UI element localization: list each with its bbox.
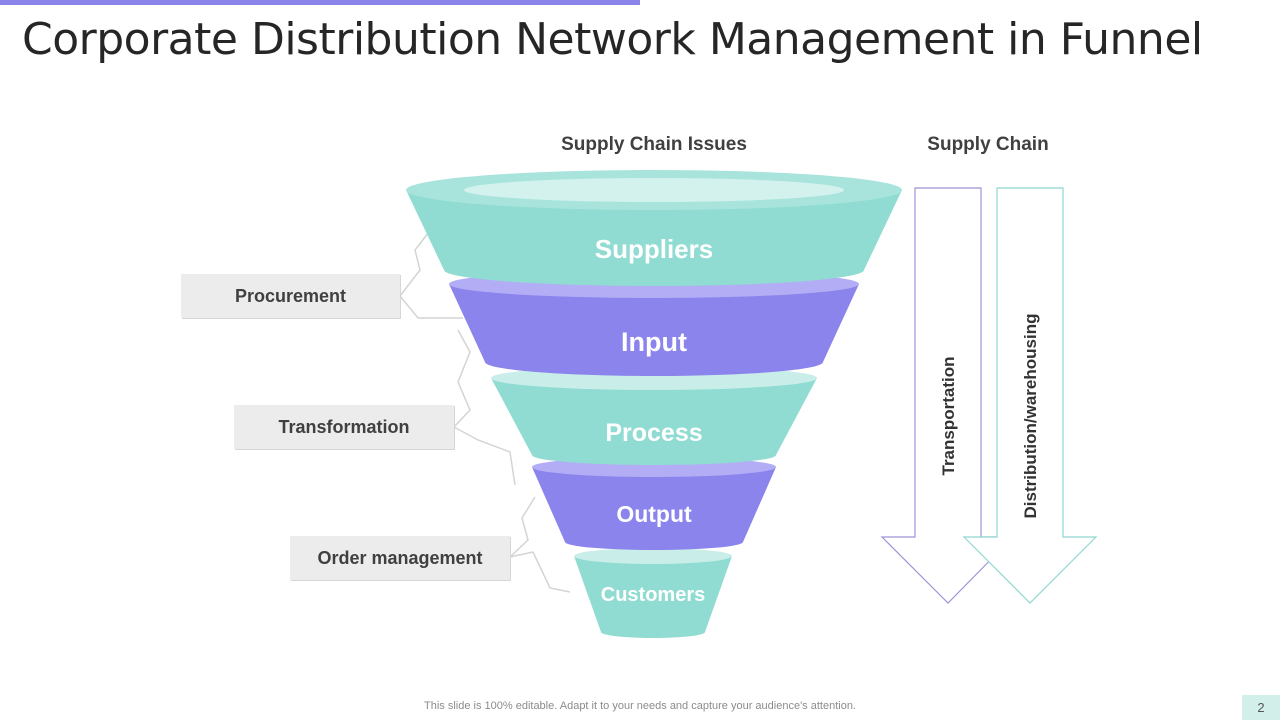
page-number-badge: 2 <box>1242 695 1280 720</box>
stage-label-process: Process <box>605 419 702 447</box>
arrow-label-transportation: Transportation <box>939 356 958 475</box>
header-supply-chain-issues: Supply Chain Issues <box>561 134 747 155</box>
top-accent-bar <box>0 0 640 5</box>
order-connector <box>509 496 536 558</box>
issue-box-order-management: Order management <box>290 536 510 580</box>
issue-box-transformation: Transformation <box>234 405 454 449</box>
funnel-stage-customers: Customers <box>574 548 732 638</box>
transformation-connector <box>453 329 471 428</box>
funnel-stage-output: Output <box>532 457 776 550</box>
transportation-arrow: Transportation <box>880 187 1015 604</box>
order-connector-lower <box>509 551 571 593</box>
slide-title: Corporate Distribution Network Managemen… <box>22 14 1203 65</box>
procurement-connector-lower <box>399 295 463 319</box>
issue-box-procurement: Procurement <box>181 274 400 318</box>
header-supply-chain: Supply Chain <box>927 134 1048 155</box>
transformation-connector-lower <box>453 426 516 486</box>
distribution-arrow: Distribution/warehousing <box>962 187 1098 604</box>
stage-label-input: Input <box>621 327 687 357</box>
stage-label-output: Output <box>616 501 692 527</box>
arrow-label-distribution: Distribution/warehousing <box>1021 314 1040 519</box>
funnel-stage-suppliers: Suppliers <box>406 170 902 286</box>
funnel-stage-process: Process <box>491 366 817 465</box>
stage-label-customers: Customers <box>601 584 705 606</box>
footer-note: This slide is 100% editable. Adapt it to… <box>424 700 856 712</box>
stage-label-suppliers: Suppliers <box>595 234 713 264</box>
